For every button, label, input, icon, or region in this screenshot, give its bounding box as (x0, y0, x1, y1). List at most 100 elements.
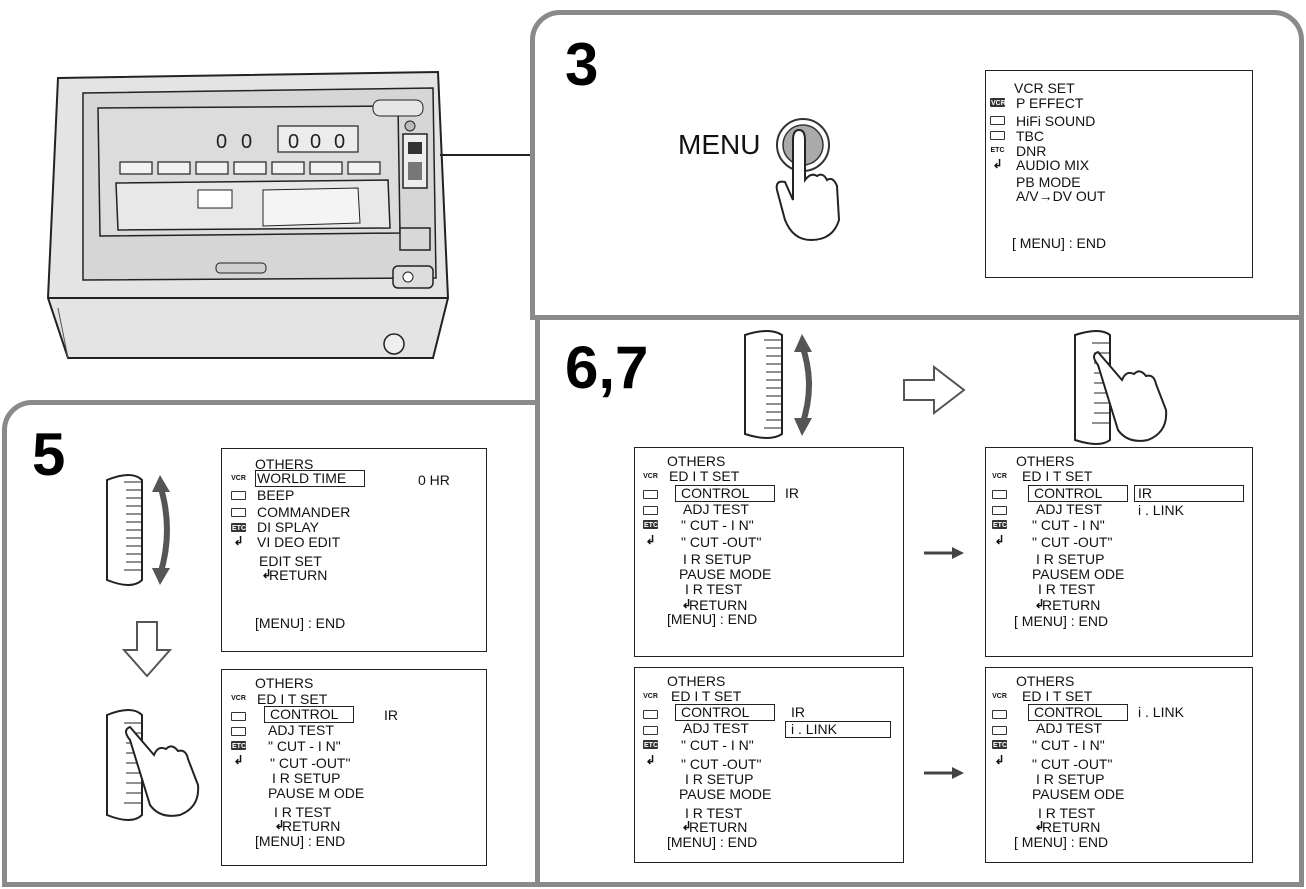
menu-item: ED I T SET (1022, 468, 1093, 484)
menu-item: " CUT -OUT" (270, 755, 351, 771)
tape-icon (992, 490, 1007, 499)
others-menu-screen-world-time: OTHERS VCR WORLD TIME 0 HR BEEP COMMANDE… (221, 448, 487, 652)
return-arrow-icon: ↲ (681, 597, 692, 611)
menu-end-hint: [ MENU] : END (1012, 235, 1107, 251)
others-menu-screen-control: OTHERS VCR ED I T SET CONTROL IR ADJ TES… (221, 669, 487, 866)
menu-item: CONTROL (681, 485, 750, 501)
menu-title: OTHERS (255, 675, 314, 691)
panel-step-5: 5 OTHERS VCR WORLD TIME 0 HR BEEP (2, 400, 540, 887)
toolbox-icon (231, 727, 246, 736)
menu-item: ADJ TEST (1036, 720, 1102, 736)
menu-item: TBC (1016, 128, 1044, 144)
etc-icon: ETC (992, 520, 1007, 529)
menu-item: RETURN (689, 597, 748, 613)
vcr-icon: VCR (992, 693, 1007, 700)
menu-item: " CUT - I N" (1032, 737, 1105, 753)
menu-title: VCR SET (1014, 80, 1075, 96)
menu-item: PAUSEM ODE (1032, 786, 1125, 802)
others-menu-screen-control-ir: OTHERS VCR ED I T SET CONTROL IR ADJ TES… (634, 447, 904, 657)
menu-item: VI DEO EDIT (257, 534, 341, 550)
menu-item: I R SETUP (1036, 551, 1105, 567)
step-number: 3 (565, 31, 599, 98)
jog-dial-turn-icon (744, 330, 812, 439)
menu-item: A/V→DV OUT (1016, 188, 1106, 204)
menu-item: I R TEST (1038, 581, 1096, 597)
small-right-arrow-icon (924, 547, 964, 559)
menu-item: " CUT -OUT" (681, 534, 762, 550)
tape-icon (231, 712, 246, 721)
menu-option: i . LINK (1138, 502, 1184, 518)
menu-item: DI SPLAY (257, 519, 319, 535)
cursor-highlight (1028, 485, 1128, 502)
cursor-highlight (264, 706, 354, 723)
return-arrow-icon: ↲ (645, 753, 656, 767)
menu-option: i . LINK (791, 721, 837, 737)
menu-item: I R TEST (1038, 805, 1096, 821)
menu-title: OTHERS (667, 673, 726, 689)
down-arrow-icon (122, 621, 172, 678)
menu-item: ADJ TEST (683, 501, 749, 517)
menu-item: " CUT - I N" (681, 737, 754, 753)
menu-item: ADJ TEST (683, 720, 749, 736)
menu-item: " CUT -OUT" (1032, 534, 1113, 550)
svg-text:0: 0 (216, 131, 227, 153)
menu-item: EDIT SET (259, 553, 322, 569)
menu-item: " CUT -OUT" (1032, 756, 1113, 772)
menu-item: RETURN (269, 567, 328, 583)
toolbox-icon (643, 506, 658, 515)
menu-end-hint: [ MENU] : END (1014, 834, 1109, 850)
jog-dial-turn-icon (106, 474, 170, 586)
etc-icon: ETC (231, 523, 246, 532)
etc-icon: ETC (643, 520, 658, 529)
tape-icon (992, 710, 1007, 719)
menu-value: IR (384, 707, 398, 723)
vcr-icon: VCR (231, 695, 246, 702)
cursor-highlight (255, 470, 365, 487)
cursor-highlight (675, 485, 775, 502)
menu-item: WORLD TIME (257, 470, 347, 486)
menu-item: " CUT - I N" (268, 738, 341, 754)
return-arrow-icon: ↲ (233, 534, 244, 548)
menu-item: I R SETUP (683, 551, 752, 567)
svg-text:0: 0 (241, 131, 252, 153)
menu-item: DNR (1016, 143, 1047, 159)
menu-item: PB MODE (1016, 174, 1081, 190)
menu-item: I R SETUP (1036, 771, 1105, 787)
menu-end-hint: [ MENU] : END (1014, 613, 1109, 629)
return-arrow-icon: ↲ (681, 819, 692, 833)
return-arrow-icon: ↲ (994, 753, 1005, 767)
menu-item: " CUT - I N" (681, 517, 754, 533)
tape-icon (990, 116, 1005, 125)
return-arrow-icon: ↲ (274, 818, 285, 832)
menu-item: ED I T SET (671, 688, 742, 704)
menu-item: AUDIO MIX (1016, 157, 1090, 173)
menu-item: RETURN (689, 819, 748, 835)
panel-step-6-7: 6,7 OTHERS VCR ED I T SET CONTROL IR (535, 315, 1304, 887)
menu-item: PAUSE MODE (679, 786, 772, 802)
return-arrow-icon: ↲ (1034, 819, 1045, 833)
menu-title: OTHERS (255, 456, 314, 472)
small-right-arrow-icon (924, 767, 964, 779)
menu-item: PAUSEM ODE (1032, 566, 1125, 582)
vcr-icon: VCR (643, 473, 658, 480)
svg-text:0: 0 (334, 131, 345, 153)
others-menu-screen-ilink-select: OTHERS VCR ED I T SET CONTROL IR i . LIN… (634, 667, 904, 863)
step-number: 5 (32, 421, 66, 488)
vcr-icon: VCR (992, 473, 1007, 480)
toolbox-icon (992, 506, 1007, 515)
menu-end-hint: [MENU] : END (255, 615, 346, 631)
menu-item: I R TEST (685, 805, 743, 821)
toolbox-icon (992, 726, 1007, 735)
others-menu-screen-control-options: OTHERS VCR ED I T SET CONTROL IR i . LIN… (985, 447, 1253, 657)
menu-title: OTHERS (1016, 453, 1075, 469)
return-arrow-icon: ↲ (233, 753, 244, 767)
option-highlight (785, 721, 891, 738)
hand-pressing-dial-icon (106, 709, 200, 821)
menu-item: " CUT - I N" (1032, 517, 1105, 533)
menu-item: P EFFECT (1016, 95, 1084, 111)
menu-item: " CUT -OUT" (681, 756, 762, 772)
return-arrow-icon: ↲ (645, 533, 656, 547)
tape-icon (231, 491, 246, 500)
menu-item: CONTROL (270, 706, 339, 722)
